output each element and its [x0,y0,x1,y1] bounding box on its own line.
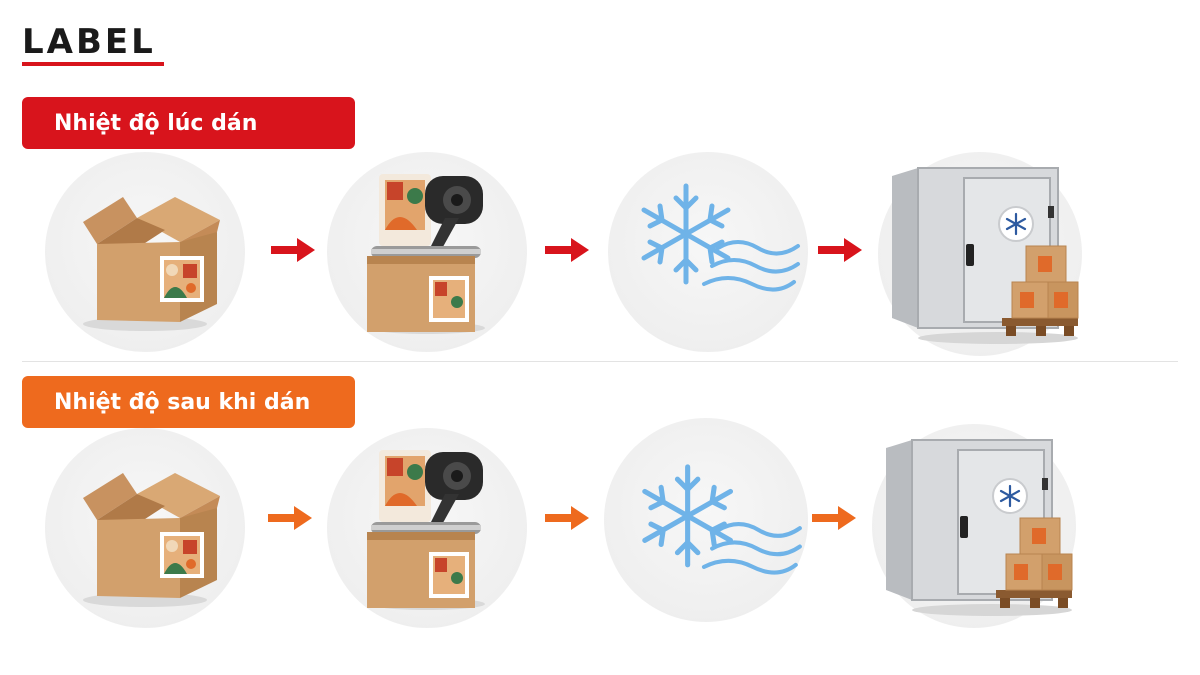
step-box-circle [45,428,245,628]
cardboard-box-icon [83,197,220,331]
logo-underline [22,62,164,66]
arrow-right-icon [271,238,315,262]
step-cooling-circle [608,152,808,352]
section-label-application-temperature: Nhiệt độ lúc dán [22,97,355,149]
step-applicator-circle [327,152,527,352]
cold-storage-room-icon [892,167,1079,344]
cold-storage-room-icon [886,439,1073,616]
step-cold-storage-circle [878,152,1082,356]
arrow-right-icon [268,506,312,530]
section-label-post-application-temperature: Nhiệt độ sau khi dán [22,376,355,428]
arrow-right-icon [818,238,862,262]
brand-logo: LABEL [22,22,156,62]
step-applicator-circle [327,428,527,628]
section-divider [22,361,1178,362]
snowflake-wind-icon [641,183,800,292]
cardboard-box-icon [83,473,220,607]
step-cold-storage-circle [872,424,1076,628]
label-applicator-icon [367,174,485,334]
label-applicator-icon [367,450,485,610]
arrow-right-icon [812,506,856,530]
snowflake-wind-icon [642,464,802,575]
step-cooling-circle [604,418,808,622]
arrow-right-icon [545,238,589,262]
step-box-circle [45,152,245,352]
arrow-right-icon [545,506,589,530]
